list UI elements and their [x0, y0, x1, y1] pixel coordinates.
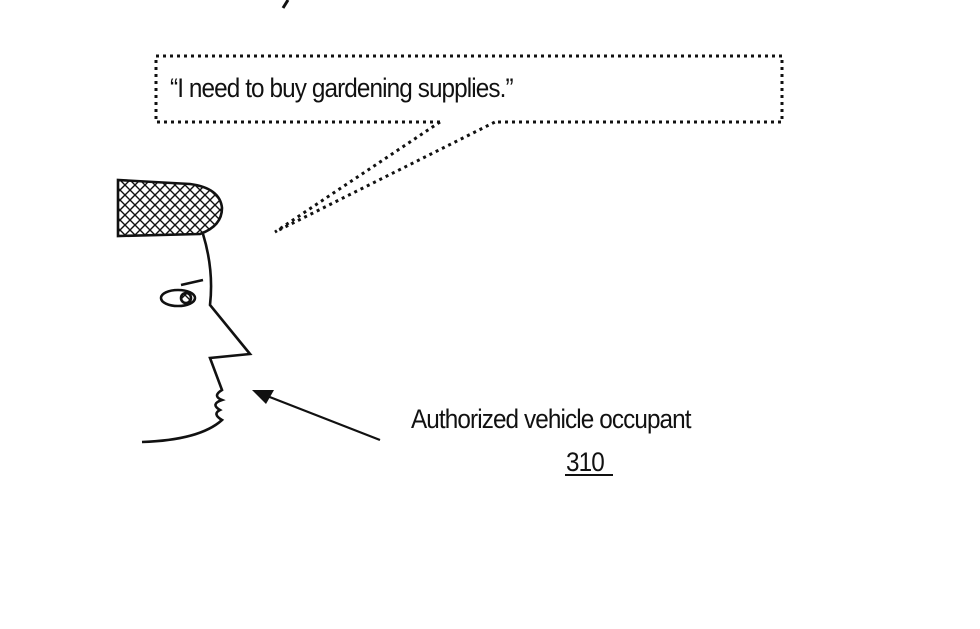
speech-text: “I need to buy gardening supplies.”	[170, 73, 514, 103]
pointer-arrow	[252, 390, 381, 442]
occupant-label: Authorized vehicle occupant	[411, 404, 692, 434]
eye	[159, 288, 197, 308]
face-profile	[141, 233, 253, 444]
top-edge-mark	[281, 0, 290, 9]
eyebrow	[180, 278, 204, 287]
reference-number: 310	[566, 447, 605, 477]
speech-bubble	[154, 54, 784, 234]
hat	[116, 178, 224, 238]
occupant-head-icon	[116, 178, 253, 444]
